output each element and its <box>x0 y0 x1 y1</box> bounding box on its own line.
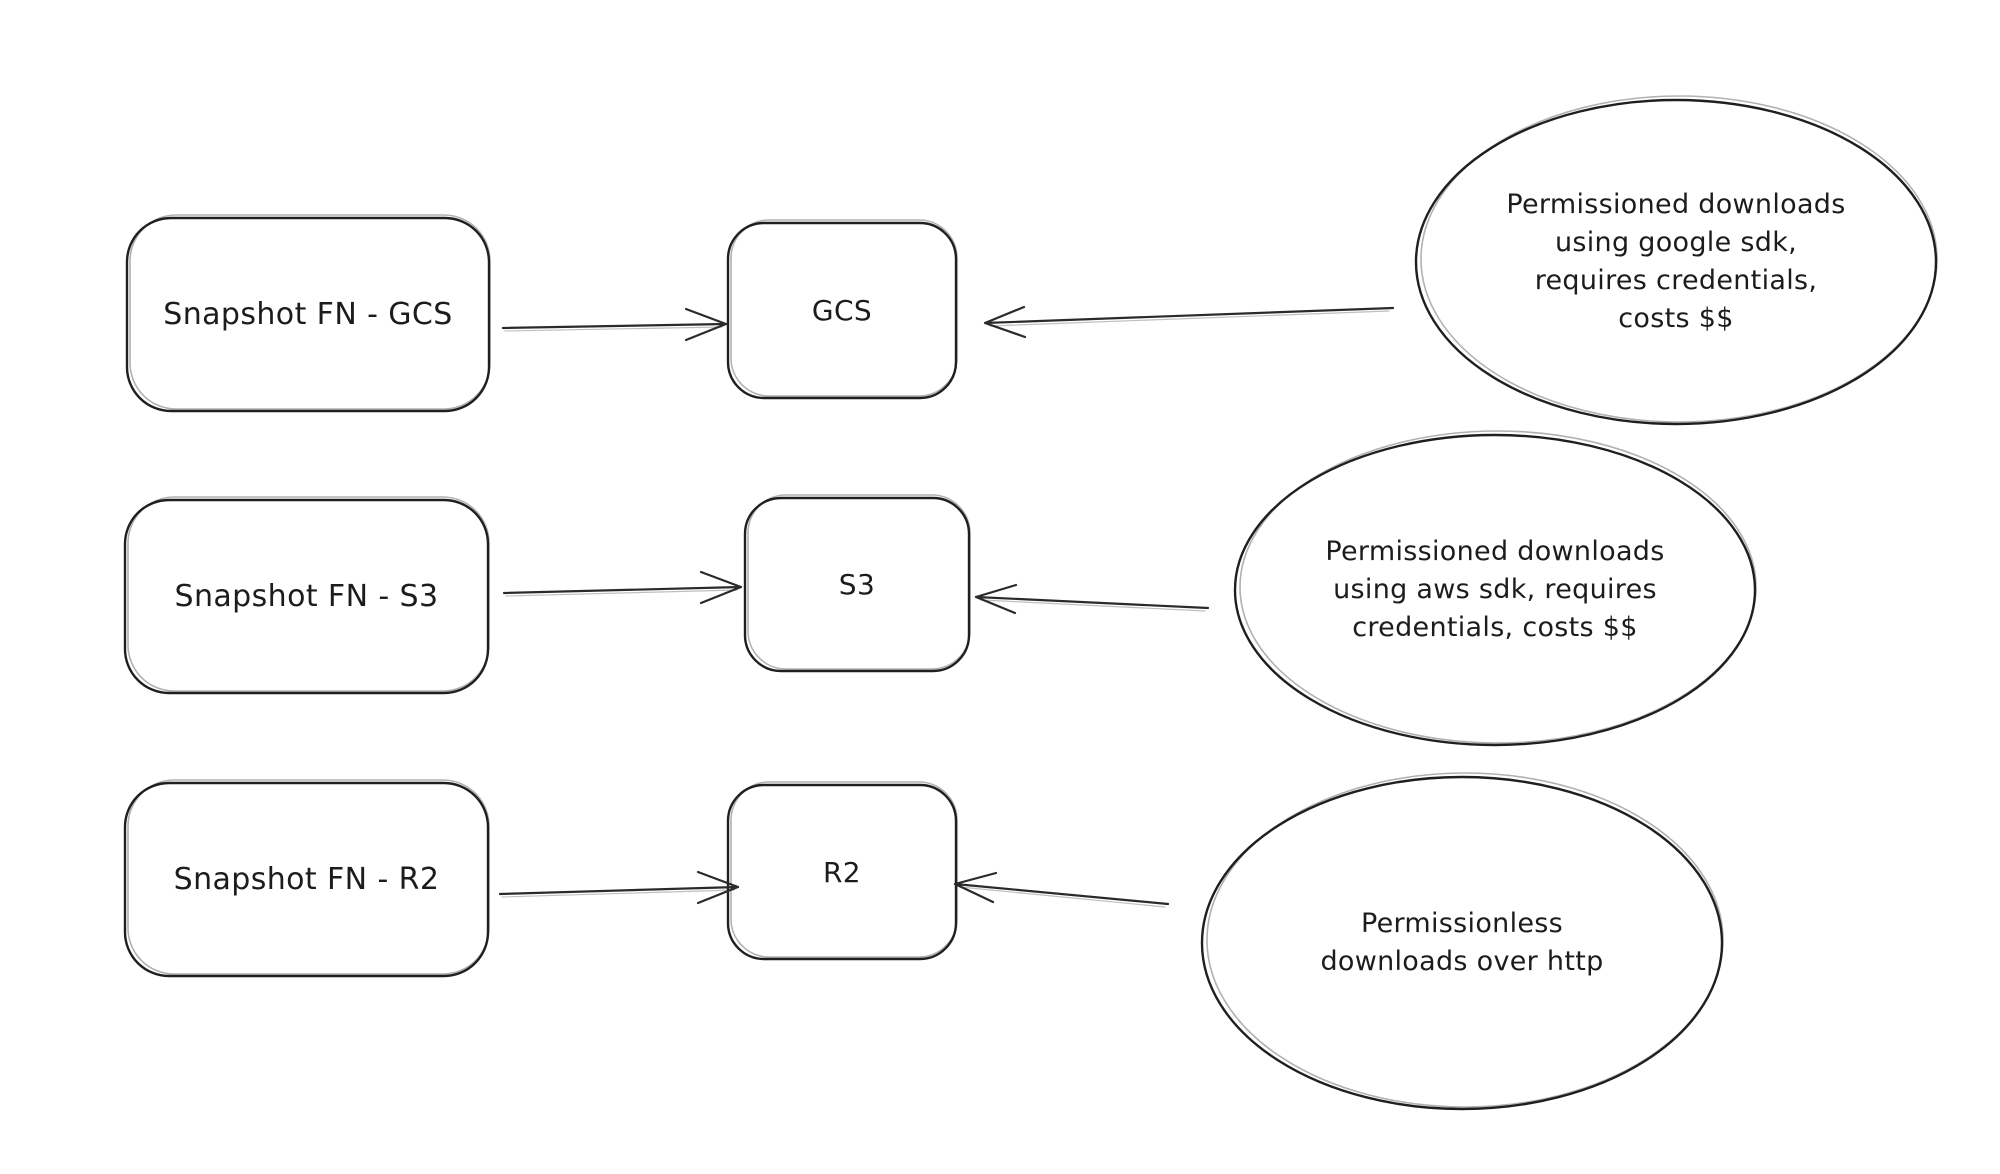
target-node-s3-shape-sketch <box>747 494 971 670</box>
note-r2-text: Permissionless downloads over http <box>1320 908 1604 977</box>
target-node-gcs-shape-sketch <box>730 219 958 397</box>
source-node-r2-shape-sketch <box>127 779 490 975</box>
source-node-s3-shape-sketch <box>127 496 490 692</box>
arrow-note-to-s3 <box>974 583 1210 615</box>
target-node-gcs-shape <box>726 221 958 400</box>
note-gcs-shape <box>1414 98 1938 426</box>
note-s3-text: Permissioned downloads using aws sdk, re… <box>1325 536 1665 643</box>
arrow-source-to-s3 <box>502 570 743 605</box>
arrow-note-to-r2 <box>953 871 1170 908</box>
note-r2-shape <box>1200 775 1724 1111</box>
source-node-r2-shape <box>123 781 490 978</box>
arrow-source-to-r2 <box>498 870 740 905</box>
source-node-r2-label: Snapshot FN - R2 <box>173 862 440 897</box>
arrow-note-to-gcs <box>983 305 1395 339</box>
target-node-r2-label: R2 <box>822 855 862 889</box>
target-node-s3-label: S3 <box>838 568 876 601</box>
arrow-source-to-gcs <box>501 307 728 342</box>
note-gcs-text: Permissioned downloads using google sdk,… <box>1506 189 1846 334</box>
source-node-gcs-shape <box>125 216 491 413</box>
source-node-s3-shape <box>123 498 490 695</box>
note-s3-shape-sketch <box>1239 430 1757 744</box>
target-node-s3-shape <box>743 496 971 673</box>
target-node-r2-shape-sketch <box>730 781 958 958</box>
source-node-gcs-label: Snapshot FN - GCS <box>163 297 453 332</box>
source-node-gcs-shape-sketch <box>129 214 491 410</box>
target-node-r2-shape <box>726 783 958 961</box>
target-node-gcs-label: GCS <box>811 294 873 327</box>
source-node-s3-label: Snapshot FN - S3 <box>174 579 439 614</box>
note-s3-shape <box>1233 433 1757 747</box>
note-gcs-shape-sketch <box>1420 95 1938 423</box>
note-r2-shape-sketch <box>1206 772 1724 1108</box>
